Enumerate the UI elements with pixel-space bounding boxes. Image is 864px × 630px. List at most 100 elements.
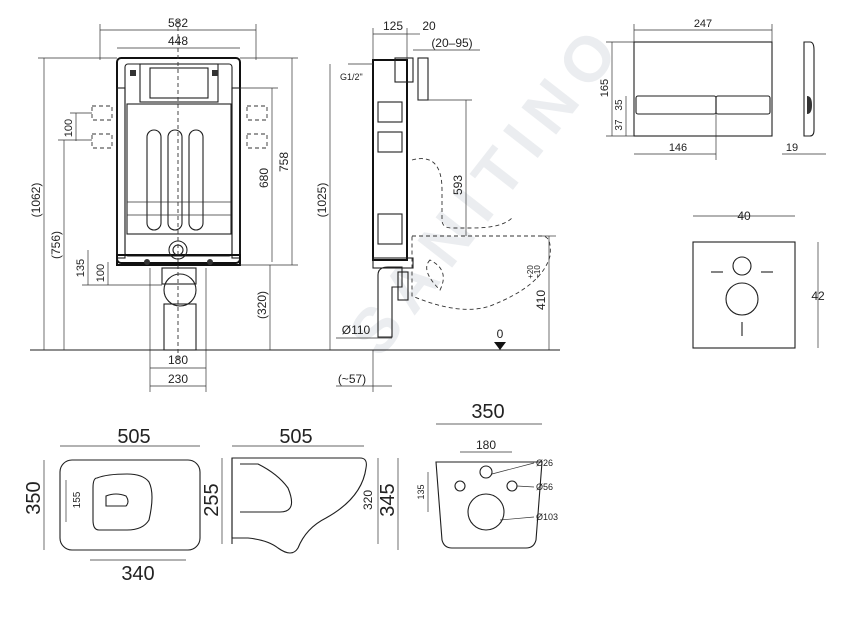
pad-outline xyxy=(692,241,796,349)
tank-rib-2 xyxy=(167,129,183,231)
left-leg xyxy=(116,87,126,259)
side-panel-1 xyxy=(377,101,403,123)
bowl-side-outline xyxy=(231,457,367,554)
dim-340: 340 xyxy=(121,563,154,585)
sound-pad-view: 40 42 xyxy=(692,209,825,349)
dim-1062: (1062) xyxy=(29,183,43,218)
plate-side-button xyxy=(807,96,812,114)
side-frame xyxy=(372,59,408,261)
dim-125: 125 xyxy=(383,19,403,33)
dim-505-top: 505 xyxy=(117,426,150,448)
bowl-side-view: 505 255 320 345 xyxy=(201,426,399,554)
dim-350-back: 350 xyxy=(471,401,504,423)
dim-42: 42 xyxy=(811,289,825,303)
bowl-back-view: 350 180 135 Ø26 Ø56 Ø103 xyxy=(416,401,558,549)
plate-side xyxy=(803,41,815,137)
plate-button-left xyxy=(635,95,717,115)
dim-345: 345 xyxy=(377,483,399,516)
drain-elbow xyxy=(163,273,197,307)
foot-bolt-left xyxy=(144,259,150,265)
dim-20-95: (20–95) xyxy=(431,36,472,50)
frame-outline xyxy=(116,57,241,264)
dim-110: Ø110 xyxy=(342,323,371,337)
dim-505-side: 505 xyxy=(279,426,312,448)
bowl-back-water-inlet xyxy=(479,465,493,479)
flush-plate-view: 247 165 35 37 146 19 xyxy=(599,18,826,160)
dim-448: 448 xyxy=(168,34,188,48)
bowl-side-trap xyxy=(240,463,293,513)
dim-135: 135 xyxy=(75,259,87,277)
pad-hole-top xyxy=(732,256,752,276)
dim-410: 410 xyxy=(534,290,548,310)
bowl-back-bolt-left xyxy=(454,480,466,492)
dim-56: Ø56 xyxy=(536,482,553,492)
pipe-label: G1/2" xyxy=(340,72,363,82)
pad-hole-drain xyxy=(725,282,759,316)
right-leg xyxy=(231,87,241,259)
hatch-clip-left xyxy=(130,70,136,76)
dim-103: Ø103 xyxy=(536,512,558,522)
dim-255: 255 xyxy=(201,483,223,516)
dim-57: (~57) xyxy=(338,372,366,386)
dim-155: 155 xyxy=(72,491,83,508)
dim-26: Ø26 xyxy=(536,458,553,468)
dim-1025: (1025) xyxy=(315,183,329,218)
dim-320: (320) xyxy=(255,291,269,319)
dim-135-back: 135 xyxy=(416,484,426,499)
dim-37: 37 xyxy=(614,119,625,131)
dim-758: 758 xyxy=(277,152,291,172)
watermark-text: SANITINO xyxy=(334,8,638,369)
right-brackets xyxy=(246,105,268,149)
dim-100a: 100 xyxy=(63,119,75,137)
dim-100b: 100 xyxy=(95,264,107,282)
toilet-dash-bowl xyxy=(411,235,551,310)
dim-40: 40 xyxy=(737,209,751,223)
zero-label: 0 xyxy=(497,327,504,341)
tank-rib-1 xyxy=(146,129,162,231)
plate-outline xyxy=(633,41,773,137)
tank-rib-3 xyxy=(188,129,204,231)
dim-320-side: 320 xyxy=(361,490,375,510)
drain-pipe xyxy=(163,303,197,351)
bowl-top-rim xyxy=(92,473,153,531)
hatch-window xyxy=(149,67,209,99)
leader-56 xyxy=(516,485,535,488)
dim-680: 680 xyxy=(257,168,271,188)
bowl-top-inner xyxy=(105,493,129,507)
bowl-top-view: 505 350 155 340 xyxy=(23,426,201,585)
side-foot xyxy=(372,257,414,269)
dim-247: 247 xyxy=(694,18,712,30)
dim-410-tol-plus: +20 xyxy=(526,265,535,279)
dim-165: 165 xyxy=(599,79,611,97)
left-brackets xyxy=(91,105,113,149)
dim-19: 19 xyxy=(786,142,798,154)
toilet-dash-trap xyxy=(426,259,444,291)
frame-front-view: 582 448 (1062) (756) 100 135 100 680 758 xyxy=(29,16,560,392)
frame-inner xyxy=(124,63,233,257)
side-bracket xyxy=(417,57,429,101)
side-drain xyxy=(377,266,403,338)
leader-103 xyxy=(499,516,535,521)
leader-26 xyxy=(491,462,535,475)
dim-410-tol-minus: −10 xyxy=(533,265,542,279)
dim-180: 180 xyxy=(168,353,188,367)
frame-side-view: G1/2" 125 20 (20–95) (1025) 593 410 +20 … xyxy=(315,19,556,392)
dim-756: (756) xyxy=(49,231,63,259)
bowl-back-outlet xyxy=(467,493,505,531)
side-panel-3 xyxy=(377,213,403,245)
bowl-top-outline xyxy=(59,459,201,551)
dim-230: 230 xyxy=(168,372,188,386)
tank-body xyxy=(126,103,232,235)
hatch-clip-right xyxy=(212,70,218,76)
plate-button-right xyxy=(715,95,771,115)
bowl-back-bolt-right xyxy=(506,480,518,492)
dim-582: 582 xyxy=(168,16,188,30)
bowl-back-outline xyxy=(435,461,543,549)
tank-hatch xyxy=(139,63,219,103)
dim-180-back: 180 xyxy=(476,438,496,452)
side-panel-2 xyxy=(377,131,403,153)
dim-20: 20 xyxy=(422,19,436,33)
foot-bolt-right xyxy=(207,259,213,265)
pipe-collar xyxy=(161,267,197,285)
dim-593: 593 xyxy=(451,175,465,195)
